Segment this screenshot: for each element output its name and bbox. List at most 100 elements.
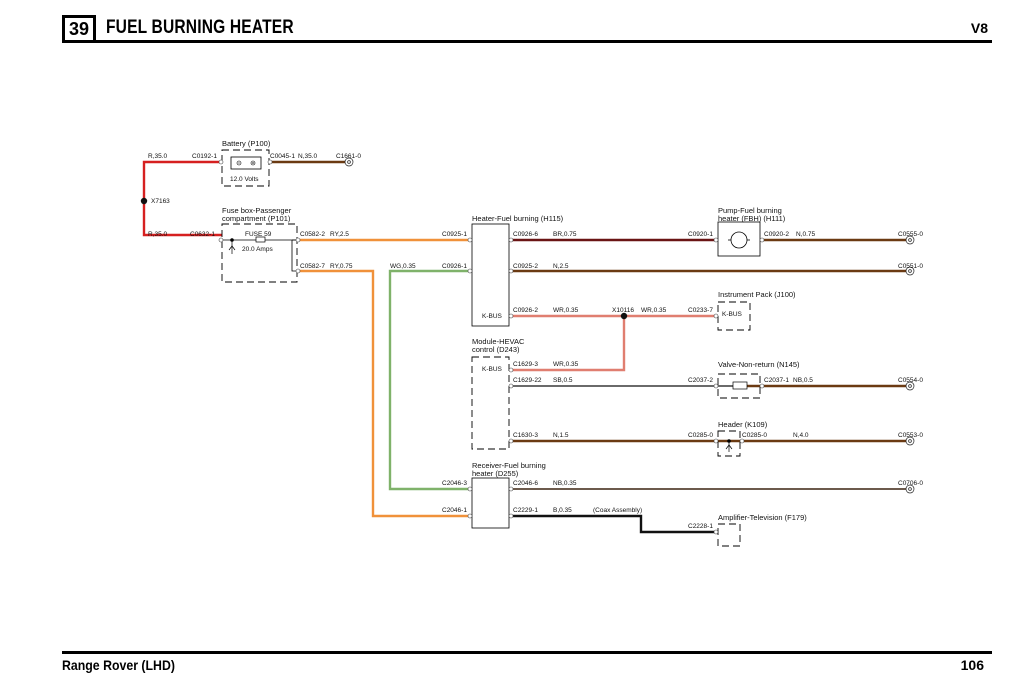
label-wr035-c: WR,0.35 bbox=[553, 361, 579, 368]
header-k109-component bbox=[717, 430, 741, 457]
label-c2228-1: C2228-1 bbox=[688, 523, 713, 530]
wire-coax-black bbox=[512, 514, 718, 534]
header-k109-label: Header (K109) bbox=[718, 420, 768, 429]
wires bbox=[142, 160, 906, 534]
heater-kbus: K-BUS bbox=[482, 313, 503, 320]
ground-points bbox=[344, 157, 915, 494]
label-c0926-6: C0926-6 bbox=[513, 231, 538, 238]
label-c0925-2: C0925-2 bbox=[513, 263, 538, 270]
label-wr035-a: WR,0.35 bbox=[553, 307, 579, 314]
label-n15: N,1.5 bbox=[553, 432, 569, 439]
page-number: 39 bbox=[68, 18, 90, 39]
label-n075: N,0.75 bbox=[796, 231, 816, 238]
label-c0926-2: C0926-2 bbox=[513, 307, 538, 314]
label-sb05: SB,0.5 bbox=[553, 377, 573, 384]
label-c2037-2: C2037-2 bbox=[688, 377, 713, 384]
heater-box bbox=[471, 223, 510, 327]
label-b035: B,0.35 bbox=[553, 507, 572, 514]
label-c0926-1: C0926-1 bbox=[442, 263, 467, 270]
label-ry25: RY,2.5 bbox=[330, 231, 349, 238]
fusebox-label-2: compartment (P101) bbox=[222, 214, 291, 223]
hevac-component bbox=[471, 356, 510, 450]
label-c0285-0b: C0285-0 bbox=[742, 432, 767, 439]
page-title: FUEL BURNING HEATER bbox=[106, 17, 294, 38]
connector-pins bbox=[218, 159, 765, 535]
label-c0920-2: C0920-2 bbox=[764, 231, 789, 238]
label-wg035: WG,0.35 bbox=[390, 263, 416, 270]
label-c0553-0: C0553-0 bbox=[898, 432, 923, 439]
ground-c0554-0 bbox=[905, 381, 915, 391]
wire-labels: R,35.0 C0192-1 C0045-1 N,35.0 C1661-0 X7… bbox=[148, 153, 923, 530]
header-rule bbox=[62, 40, 992, 43]
hevac-label-2: control (D243) bbox=[472, 345, 520, 354]
label-coax: (Coax Assembly) bbox=[593, 507, 642, 514]
label-c1630-3: C1630-3 bbox=[513, 432, 538, 439]
label-c0233-7: C0233-7 bbox=[688, 307, 713, 314]
fusebox-label-1: Fuse box-Passenger bbox=[222, 206, 292, 215]
engine-variant: V8 bbox=[970, 20, 988, 36]
fuse-amps: 20.0 Amps bbox=[242, 246, 273, 253]
label-wr035-b: WR,0.35 bbox=[641, 307, 667, 314]
receiver-box bbox=[471, 477, 510, 529]
label-c2046-6: C2046-6 bbox=[513, 480, 538, 487]
amplifier-label: Amplifier-Television (F179) bbox=[718, 513, 807, 522]
battery-voltage: 12.0 Volts bbox=[230, 176, 259, 183]
hevac-label-1: Module-HEVAC bbox=[472, 337, 525, 346]
label-n40: N,4.0 bbox=[793, 432, 809, 439]
label-c2037-1: C2037-1 bbox=[764, 377, 789, 384]
label-c0551-0: C0551-0 bbox=[898, 263, 923, 270]
label-c0554-0: C0554-0 bbox=[898, 377, 923, 384]
label-c2046-1: C2046-1 bbox=[442, 507, 467, 514]
label-n35: N,35.0 bbox=[298, 153, 318, 160]
splice-x10116 bbox=[620, 312, 628, 320]
label-c0925-1: C0925-1 bbox=[442, 231, 467, 238]
pump-label-1: Pump-Fuel burning bbox=[718, 206, 782, 215]
label-c2229-1: C2229-1 bbox=[513, 507, 538, 514]
label-c1629-22: C1629-22 bbox=[513, 377, 542, 384]
ground-c0551-0 bbox=[905, 266, 915, 276]
pump-label-2: heater (FBH) (H111) bbox=[718, 214, 786, 223]
heater-label: Heater-Fuel burning (H115) bbox=[472, 214, 564, 223]
pump-component bbox=[717, 221, 761, 257]
splice-x7163 bbox=[140, 197, 148, 205]
amplifier-component bbox=[717, 523, 741, 547]
label-r35-a: R,35.0 bbox=[148, 153, 168, 160]
fuse-name: FUSE 59 bbox=[245, 231, 272, 238]
footer-page-number: 106 bbox=[960, 657, 984, 673]
wire-wg035-green bbox=[388, 269, 468, 491]
label-br075: BR,0.75 bbox=[553, 231, 577, 238]
label-c2046-3: C2046-3 bbox=[442, 480, 467, 487]
instrument-label: Instrument Pack (J100) bbox=[718, 290, 796, 299]
ground-c0555-0 bbox=[905, 235, 915, 245]
label-x10116: X10116 bbox=[612, 307, 634, 314]
footer-rule bbox=[62, 651, 992, 654]
receiver-label-1: Receiver-Fuel burning bbox=[472, 461, 546, 470]
hevac-kbus: K-BUS bbox=[482, 366, 503, 373]
wire-ry075-orange bbox=[300, 269, 468, 518]
ground-c1661-0 bbox=[344, 157, 354, 167]
valve-component bbox=[717, 373, 761, 399]
label-c0920-1: C0920-1 bbox=[688, 231, 713, 238]
label-r35-b: R,35.0 bbox=[148, 231, 168, 238]
label-c0555-0: C0555-0 bbox=[898, 231, 923, 238]
label-n25: N,2.5 bbox=[553, 263, 569, 270]
label-c0192-1: C0192-1 bbox=[192, 153, 217, 160]
label-nb035: NB,0.35 bbox=[553, 480, 577, 487]
battery-component bbox=[221, 149, 270, 187]
label-c0285-0a: C0285-0 bbox=[688, 432, 713, 439]
battery-label: Battery (P100) bbox=[222, 139, 271, 148]
label-c1629-3: C1629-3 bbox=[513, 361, 538, 368]
label-nb05: NB,0.5 bbox=[793, 377, 813, 384]
valve-label: Valve-Non-return (N145) bbox=[718, 360, 800, 369]
label-ry075: RY,0.75 bbox=[330, 263, 353, 270]
instrument-kbus: K-BUS bbox=[722, 311, 743, 318]
ground-c0553-0 bbox=[905, 436, 915, 446]
label-c0582-7: C0582-7 bbox=[300, 263, 325, 270]
label-c0632-1: C0632-1 bbox=[190, 231, 215, 238]
label-c0582-2: C0582-2 bbox=[300, 231, 325, 238]
label-c1661-0: C1661-0 bbox=[336, 153, 361, 160]
footer-vehicle: Range Rover (LHD) bbox=[62, 657, 175, 673]
ground-c0706-0 bbox=[905, 484, 915, 494]
wire-wr035-hevac bbox=[512, 316, 626, 372]
